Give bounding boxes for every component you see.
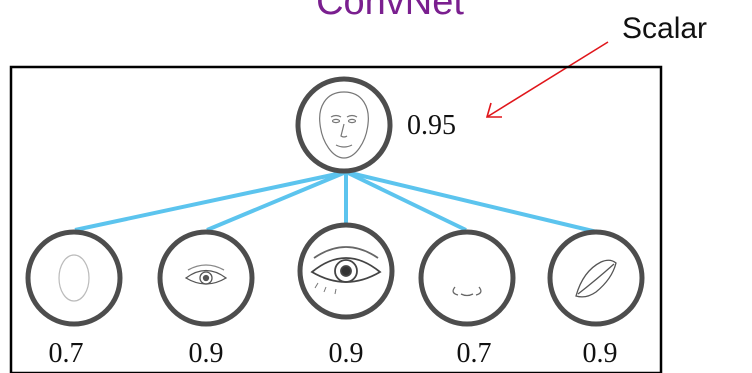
root-score: 0.95 bbox=[407, 110, 456, 141]
child-score: 0.7 bbox=[457, 338, 492, 369]
eye-small-icon bbox=[184, 264, 228, 285]
nose-icon bbox=[452, 286, 482, 297]
edge-lips bbox=[345, 170, 598, 234]
scalar-arrow bbox=[485, 41, 609, 118]
diagram-title: ConvNet bbox=[316, 0, 464, 23]
child-node-lips: 0.9 bbox=[547, 229, 645, 369]
eye-large-icon bbox=[310, 246, 382, 295]
child-node-eye-small: 0.9 bbox=[157, 229, 255, 369]
face-outline-icon bbox=[58, 254, 90, 302]
edge-eye-small bbox=[206, 170, 347, 232]
child-score: 0.9 bbox=[583, 338, 618, 369]
edge-nose bbox=[345, 170, 467, 232]
edge-face-outline bbox=[74, 170, 347, 232]
child-score: 0.9 bbox=[189, 338, 224, 369]
diagram-frame bbox=[9, 65, 663, 373]
child-score: 0.9 bbox=[329, 338, 364, 369]
tree-edges bbox=[74, 170, 598, 234]
child-score: 0.7 bbox=[49, 338, 84, 369]
child-node-eye-large: 0.9 bbox=[297, 222, 395, 369]
face-icon bbox=[319, 91, 369, 159]
child-node-nose: 0.7 bbox=[418, 229, 516, 369]
scalar-label: Scalar bbox=[622, 12, 707, 45]
child-node-face-outline: 0.7 bbox=[25, 229, 123, 369]
root-node: 0.95 bbox=[295, 76, 456, 174]
lips-icon bbox=[575, 259, 617, 298]
